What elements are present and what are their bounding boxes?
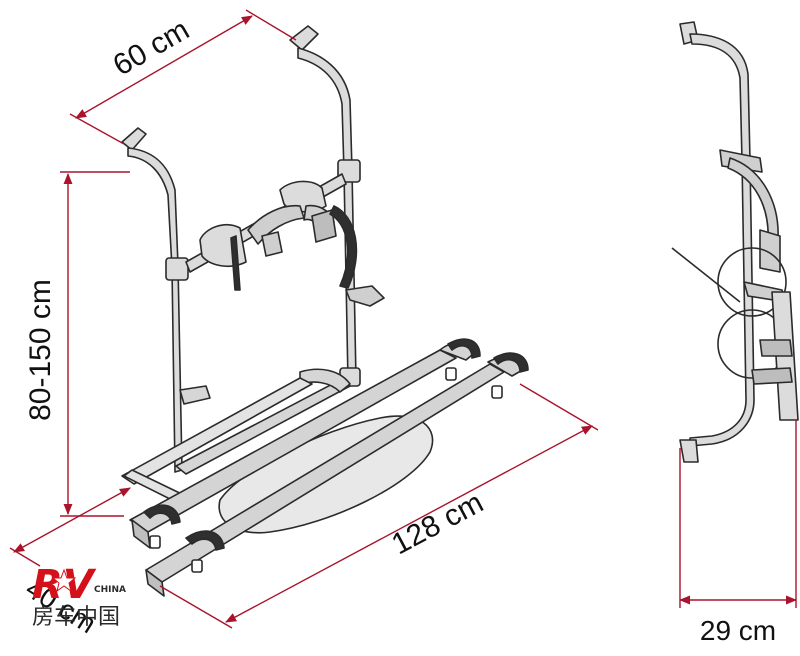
side-rail-column	[751, 291, 799, 421]
dim-label-height: 80-150 cm	[24, 279, 57, 421]
straps	[230, 205, 385, 307]
logo-sub: CHINA	[94, 585, 126, 595]
logo-cn: 房车中国	[32, 605, 120, 630]
dim-label-width-top: 60 cm	[108, 13, 195, 82]
rv-china-logo: RV CHINA 房车中国	[32, 562, 126, 630]
side-upright	[689, 159, 755, 447]
clamp-joints	[165, 159, 361, 387]
dim-label-length: 128 cm	[386, 486, 488, 561]
logo-star-icon	[51, 568, 77, 593]
side-holders	[719, 149, 787, 303]
side-bottom-bracket	[679, 439, 699, 463]
rack-side-view	[671, 21, 799, 463]
side-pointer-line	[671, 247, 741, 303]
dim-label-depth-side: 29 cm	[700, 615, 776, 646]
left-upright	[121, 127, 183, 473]
dimension-lines	[9, 9, 798, 629]
frame-holder-arms	[247, 204, 337, 257]
rail-straps	[143, 338, 529, 551]
strap-buckles	[149, 367, 503, 573]
side-top-bracket	[679, 21, 751, 161]
